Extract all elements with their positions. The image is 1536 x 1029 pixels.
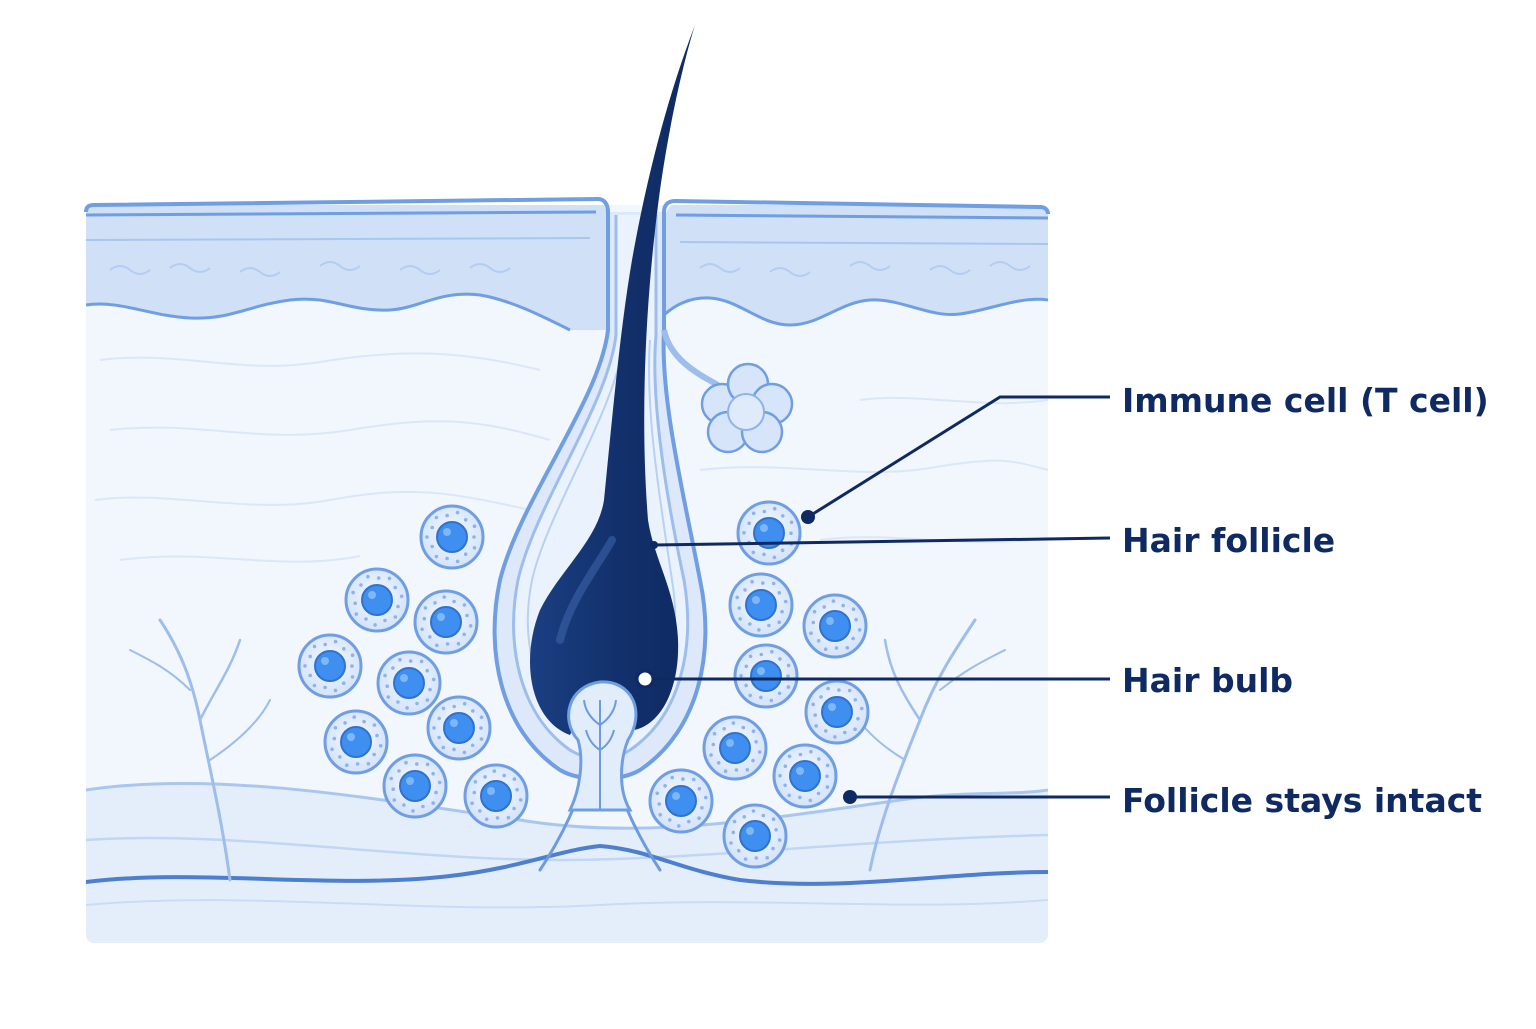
immune-cell bbox=[728, 572, 794, 638]
immune-cell-cluster bbox=[297, 500, 870, 869]
stratum-corneum-right bbox=[675, 213, 1048, 220]
immune-cell bbox=[648, 768, 714, 834]
callout-dot-hair-follicle bbox=[650, 541, 658, 549]
immune-cell bbox=[323, 709, 389, 775]
immune-cell bbox=[804, 679, 870, 745]
stratum-corneum-left bbox=[86, 210, 597, 217]
label-immune-cell: Immune cell (T cell) bbox=[1122, 381, 1489, 420]
label-follicle-intact: Follicle stays intact bbox=[1122, 781, 1483, 820]
dermal-junction-right bbox=[662, 296, 1048, 327]
immune-cell bbox=[419, 504, 485, 570]
callout-line-hair-follicle bbox=[653, 536, 1111, 547]
sebaceous-gland bbox=[661, 329, 794, 454]
dermal-papilla bbox=[567, 680, 638, 812]
immune-cell bbox=[722, 803, 788, 869]
immune-cell bbox=[802, 593, 868, 659]
immune-cell bbox=[702, 715, 768, 781]
subcutis-line-3 bbox=[86, 899, 1048, 909]
immune-cell bbox=[297, 633, 363, 699]
label-hair-follicle: Hair follicle bbox=[1122, 521, 1336, 560]
immune-cell bbox=[376, 650, 442, 716]
epidermis-squiggles bbox=[109, 261, 1031, 277]
callouts bbox=[645, 395, 1111, 799]
callout-dot-immune-cell bbox=[801, 510, 815, 524]
subcutis-line bbox=[86, 781, 1048, 830]
immune-cell bbox=[413, 589, 479, 655]
callout-line-immune-cell bbox=[807, 395, 1110, 519]
immune-cell bbox=[772, 743, 838, 809]
skin-top-right bbox=[662, 198, 1050, 215]
immune-cell bbox=[344, 567, 410, 633]
papilla-capillaries bbox=[583, 699, 617, 810]
skin-top-left bbox=[84, 196, 610, 213]
immune-cell bbox=[733, 643, 799, 709]
epidermis-left bbox=[86, 205, 608, 330]
immune-cell bbox=[426, 695, 492, 761]
epidermis-right bbox=[664, 205, 1048, 325]
epidermis-line-right bbox=[679, 241, 1048, 245]
callout-dot-hair-bulb bbox=[635, 669, 655, 689]
immune-cell bbox=[736, 500, 802, 566]
label-hair-bulb: Hair bulb bbox=[1122, 661, 1294, 700]
epidermis-line-left bbox=[86, 237, 591, 241]
hair-shaft-highlight bbox=[556, 536, 616, 644]
immune-cell bbox=[463, 763, 529, 829]
immune-cell bbox=[382, 753, 448, 819]
hair-shaft bbox=[530, 25, 695, 735]
dermal-junction-left bbox=[86, 292, 571, 332]
callout-dot-follicle-intact bbox=[843, 790, 857, 804]
